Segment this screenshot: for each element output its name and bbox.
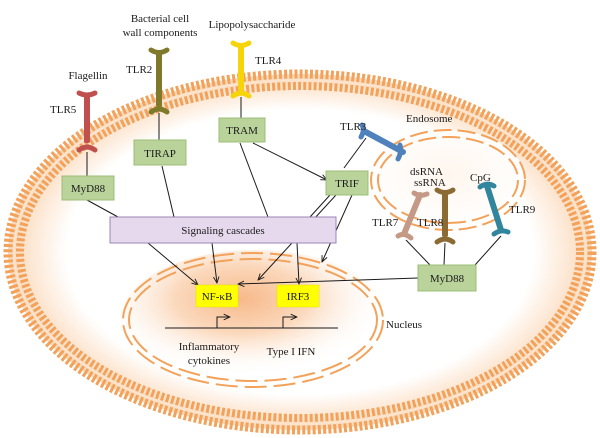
tlr4-receptor: [230, 40, 252, 99]
bacterial-wall-label-line2: wall components: [123, 27, 198, 39]
tlr7-label: TLR7: [372, 217, 399, 229]
tlr2-receptor: [148, 47, 170, 115]
endosome-label: Endosome: [406, 113, 453, 125]
ifn-label: Type I IFN: [267, 346, 316, 358]
adapter-trif: TRIF: [325, 170, 369, 196]
trif-label: TRIF: [335, 178, 359, 190]
cascade-to-nfkb-arrow-b: [211, 242, 217, 283]
tram-to-trif-arrow: [252, 142, 327, 180]
inflammatory-label-line2: cytokines: [188, 355, 230, 367]
tlr9-receptor: [477, 181, 511, 237]
tirap-to-cascade-line: [161, 165, 175, 218]
factor-irf3: IRF3: [276, 284, 320, 308]
myd88-left-label: MyD88: [71, 183, 106, 195]
flagellin-label: Flagellin: [68, 70, 108, 82]
signal-connectors: [86, 97, 502, 285]
bacterial-wall-label-line1: Bacterial cell: [131, 13, 189, 25]
myd88-right-label: MyD88: [430, 273, 465, 285]
irf3-label: IRF3: [287, 291, 310, 303]
dsrna-label: dsRNA: [410, 166, 443, 178]
tlr2-label: TLR2: [126, 64, 152, 76]
tlr4-label: TLR4: [255, 55, 282, 67]
tlr8-label: TLR8: [417, 217, 444, 229]
signaling-cascades-label: Signaling cascades: [181, 225, 264, 237]
cpg-label: CpG: [470, 172, 491, 184]
nucleus-label: Nucleus: [386, 319, 422, 331]
tlr8-receptor: [434, 187, 456, 245]
myd88-to-cascade-line: [86, 199, 119, 218]
tlr7-receptor: [395, 190, 430, 241]
tlr9-label: TLR9: [509, 204, 536, 216]
ssrna-label: ssRNA: [414, 177, 446, 189]
nucleus: [120, 250, 390, 390]
tlr8-to-myd88-line: [443, 242, 446, 266]
factor-nfkb: NF-κB: [195, 284, 239, 308]
inflammatory-label-line1: Inflammatory: [179, 341, 240, 353]
cascade-to-nfkb-arrow-a: [147, 242, 198, 285]
adapter-tirap: TIRAP: [133, 139, 187, 166]
trif-to-cascade-line: [309, 194, 331, 218]
tram-label: TRAM: [226, 125, 258, 137]
adapter-tram: TRAM: [218, 117, 266, 143]
gene-promoters: [165, 317, 338, 329]
tlr5-receptor: [76, 90, 98, 153]
lps-label: Lipopolysaccharide: [209, 19, 296, 31]
nfkb-label: NF-κB: [202, 291, 233, 303]
adapter-myd88-left: MyD88: [61, 175, 115, 201]
tlr5-label: TLR5: [50, 104, 77, 116]
tirap-label: TIRAP: [144, 148, 176, 160]
nfkb-promoter-arrow: [216, 317, 230, 328]
tram-to-cascade-line: [239, 142, 269, 218]
tlr3-receptor: [358, 122, 406, 162]
tlr3-to-trif-line: [343, 137, 367, 169]
tlr9-to-myd88-line: [474, 235, 502, 266]
signaling-cascades-box: Signaling cascades: [109, 216, 337, 244]
ifn-promoter-arrow: [282, 317, 297, 328]
cascade-to-irf3-arrow: [297, 242, 299, 284]
tlr7-to-myd88-line: [405, 239, 431, 266]
myd88-to-nfkb-arrow: [238, 277, 419, 284]
trif-to-irf3-arrow: [322, 194, 353, 262]
adapter-myd88-right: MyD88: [417, 264, 477, 292]
tlr3-label: TLR3: [340, 121, 367, 133]
